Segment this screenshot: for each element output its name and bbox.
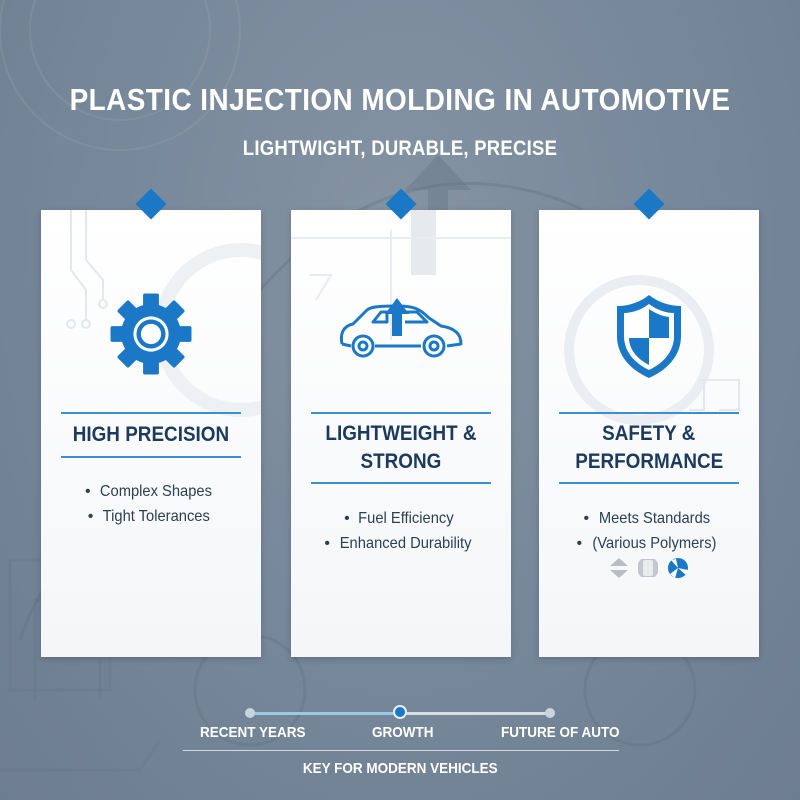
diamond-marker-icon	[135, 188, 167, 220]
shield-icon	[617, 295, 681, 378]
timeline-dot-growth	[393, 705, 407, 719]
timeline-label-future: FUTURE OF AUTO	[501, 724, 620, 741]
bullet-item: (Various Polymers)	[539, 531, 759, 556]
timeline-label-recent-years: RECENT YEARS	[200, 724, 306, 741]
polymer-icons-row	[539, 557, 759, 581]
bullet-item: Tight Tolerances	[41, 504, 261, 529]
card-heading-line: SAFETY &	[602, 422, 696, 445]
timeline	[245, 705, 555, 722]
timeline-track-progress	[250, 712, 400, 715]
bullet-list: Meets Standards (Various Polymers)	[539, 506, 759, 556]
page-subtitle: LIGHTWIGHT, DURABLE, PRECISE	[242, 137, 558, 160]
polymer-block-icon	[638, 559, 658, 577]
card-heading-line: STRONG	[360, 450, 442, 473]
footer-caption: KEY FOR MODERN VEHICLES	[302, 760, 498, 777]
card-heading: LIGHTWEIGHT & STRONG	[311, 412, 491, 484]
timeline-dot-recent-years	[245, 708, 255, 718]
bullet-list: Complex Shapes Tight Tolerances	[41, 479, 261, 529]
card-heading-line: PERFORMANCE	[574, 450, 724, 473]
gear-icon	[110, 293, 192, 375]
fan-blade-icon	[668, 558, 689, 578]
timeline-track-remaining	[400, 712, 550, 715]
card-safety-performance: SAFETY & PERFORMANCE Meets Standards (Va…	[539, 188, 759, 657]
card-high-precision: HIGH PRECISION Complex Shapes Tight Tole…	[41, 188, 261, 657]
car-with-up-arrow-icon	[339, 298, 463, 358]
timeline-label-growth: GROWTH	[372, 724, 434, 741]
bullet-item: Meets Standards	[539, 506, 759, 531]
card-heading-line: LIGHTWEIGHT &	[325, 422, 477, 445]
up-down-arrows-icon	[609, 558, 628, 578]
bullet-item: Enhanced Durability	[291, 531, 511, 556]
page-title: PLASTIC INJECTION MOLDING IN AUTOMOTIVE	[69, 82, 731, 117]
card-lightweight-strong: LIGHTWEIGHT & STRONG Fuel Efficiency Enh…	[291, 188, 511, 657]
card-heading-line: HIGH PRECISION	[72, 423, 230, 446]
diamond-marker-icon	[633, 188, 665, 220]
diamond-marker-icon	[385, 188, 417, 220]
bullet-item: Complex Shapes	[41, 479, 261, 504]
footer-divider	[183, 750, 619, 751]
bullet-item: Fuel Efficiency	[291, 506, 511, 531]
card-heading: HIGH PRECISION	[61, 412, 241, 458]
card-heading: SAFETY & PERFORMANCE	[559, 412, 739, 484]
timeline-dot-future	[545, 708, 555, 718]
bullet-list: Fuel Efficiency Enhanced Durability	[291, 506, 511, 556]
